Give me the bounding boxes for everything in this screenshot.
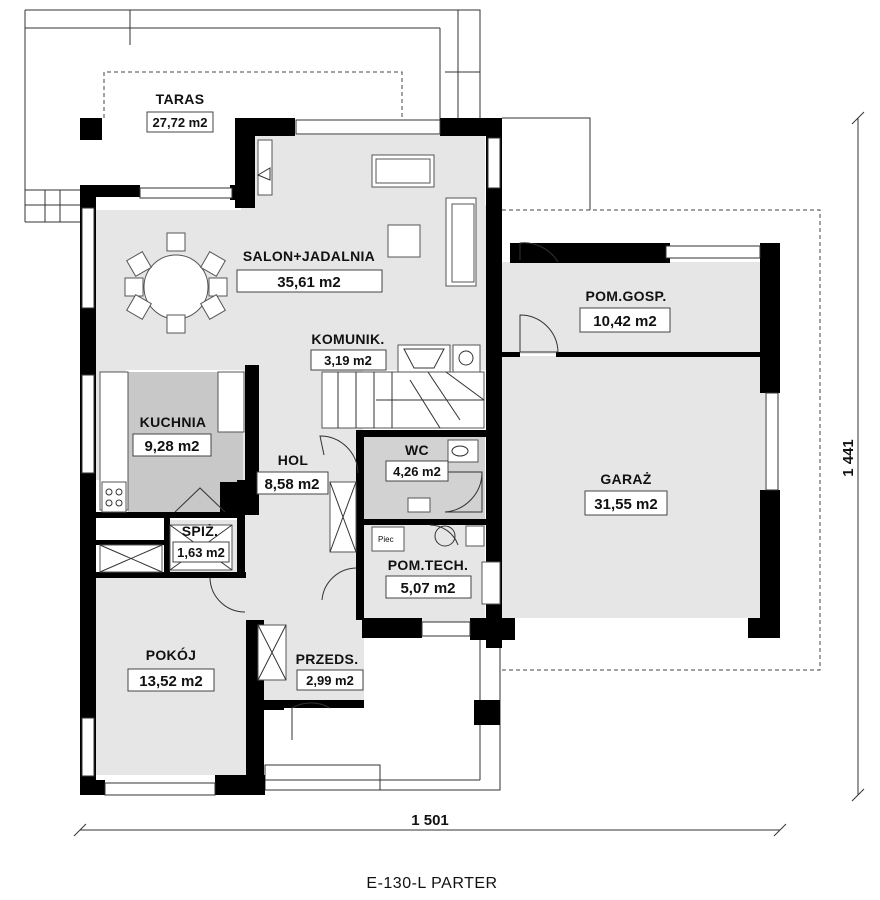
svg-text:13,52 m2: 13,52 m2 bbox=[139, 673, 202, 690]
svg-text:POM.TECH.: POM.TECH. bbox=[388, 557, 468, 573]
label-pomgosp: POM.GOSP. 10,42 m2 bbox=[579, 288, 671, 333]
svg-text:KOMUNIK.: KOMUNIK. bbox=[311, 331, 384, 347]
svg-text:1,63 m2: 1,63 m2 bbox=[177, 545, 225, 560]
dimension-depth: 1 441 bbox=[840, 111, 865, 802]
dimension-width: 1 501 bbox=[73, 812, 787, 837]
svg-text:HOL: HOL bbox=[278, 452, 309, 468]
stairs bbox=[321, 371, 485, 429]
label-garaz: GARAŻ 31,55 m2 bbox=[584, 471, 668, 516]
svg-text:4,26 m2: 4,26 m2 bbox=[393, 464, 441, 479]
svg-text:GARAŻ: GARAŻ bbox=[600, 471, 651, 487]
room-labels: TARAS 27,72 m2 SALON+JADALNIA 35,61 m2 K… bbox=[127, 91, 671, 692]
svg-text:POKÓJ: POKÓJ bbox=[146, 646, 197, 663]
svg-text:SPIŻ.: SPIŻ. bbox=[182, 523, 219, 539]
label-wc: WC 4,26 m2 bbox=[385, 442, 449, 482]
label-pokoj: POKÓJ 13,52 m2 bbox=[127, 646, 215, 692]
walls bbox=[80, 118, 780, 795]
svg-text:5,07 m2: 5,07 m2 bbox=[400, 580, 455, 597]
svg-text:10,42 m2: 10,42 m2 bbox=[593, 313, 656, 330]
depth-value: 1 441 bbox=[840, 439, 857, 477]
label-komunik: KOMUNIK. 3,19 m2 bbox=[310, 331, 387, 371]
label-pomtech: POM.TECH. 5,07 m2 bbox=[385, 557, 472, 599]
svg-text:SALON+JADALNIA: SALON+JADALNIA bbox=[243, 248, 375, 264]
furniture: Piec bbox=[99, 139, 501, 681]
furnace-label: Piec bbox=[378, 535, 394, 544]
svg-text:35,61 m2: 35,61 m2 bbox=[277, 274, 340, 291]
label-przeds: PRZEDS. 2,99 m2 bbox=[296, 651, 364, 691]
svg-text:WC: WC bbox=[405, 442, 429, 458]
label-salon: SALON+JADALNIA 35,61 m2 bbox=[236, 248, 383, 293]
svg-text:POM.GOSP.: POM.GOSP. bbox=[585, 288, 666, 304]
terrace-outline bbox=[24, 9, 821, 791]
label-taras: TARAS 27,72 m2 bbox=[146, 91, 214, 133]
label-kuchnia: KUCHNIA 9,28 m2 bbox=[132, 414, 212, 457]
windows bbox=[81, 119, 779, 796]
svg-text:PRZEDS.: PRZEDS. bbox=[296, 651, 359, 667]
plan-title: E-130-L PARTER bbox=[366, 875, 497, 892]
svg-text:27,72 m2: 27,72 m2 bbox=[153, 115, 208, 130]
label-spiz: SPIŻ. 1,63 m2 bbox=[172, 523, 230, 563]
svg-text:9,28 m2: 9,28 m2 bbox=[144, 438, 199, 455]
svg-text:KUCHNIA: KUCHNIA bbox=[140, 414, 207, 430]
label-hol: HOL 8,58 m2 bbox=[256, 452, 329, 495]
svg-text:2,99 m2: 2,99 m2 bbox=[306, 673, 354, 688]
svg-text:31,55 m2: 31,55 m2 bbox=[594, 496, 657, 513]
garage-floor bbox=[500, 356, 765, 618]
width-value: 1 501 bbox=[411, 812, 449, 829]
doors bbox=[174, 242, 559, 740]
svg-text:8,58 m2: 8,58 m2 bbox=[264, 476, 319, 493]
svg-text:3,19 m2: 3,19 m2 bbox=[324, 353, 372, 368]
svg-text:TARAS: TARAS bbox=[156, 91, 205, 107]
